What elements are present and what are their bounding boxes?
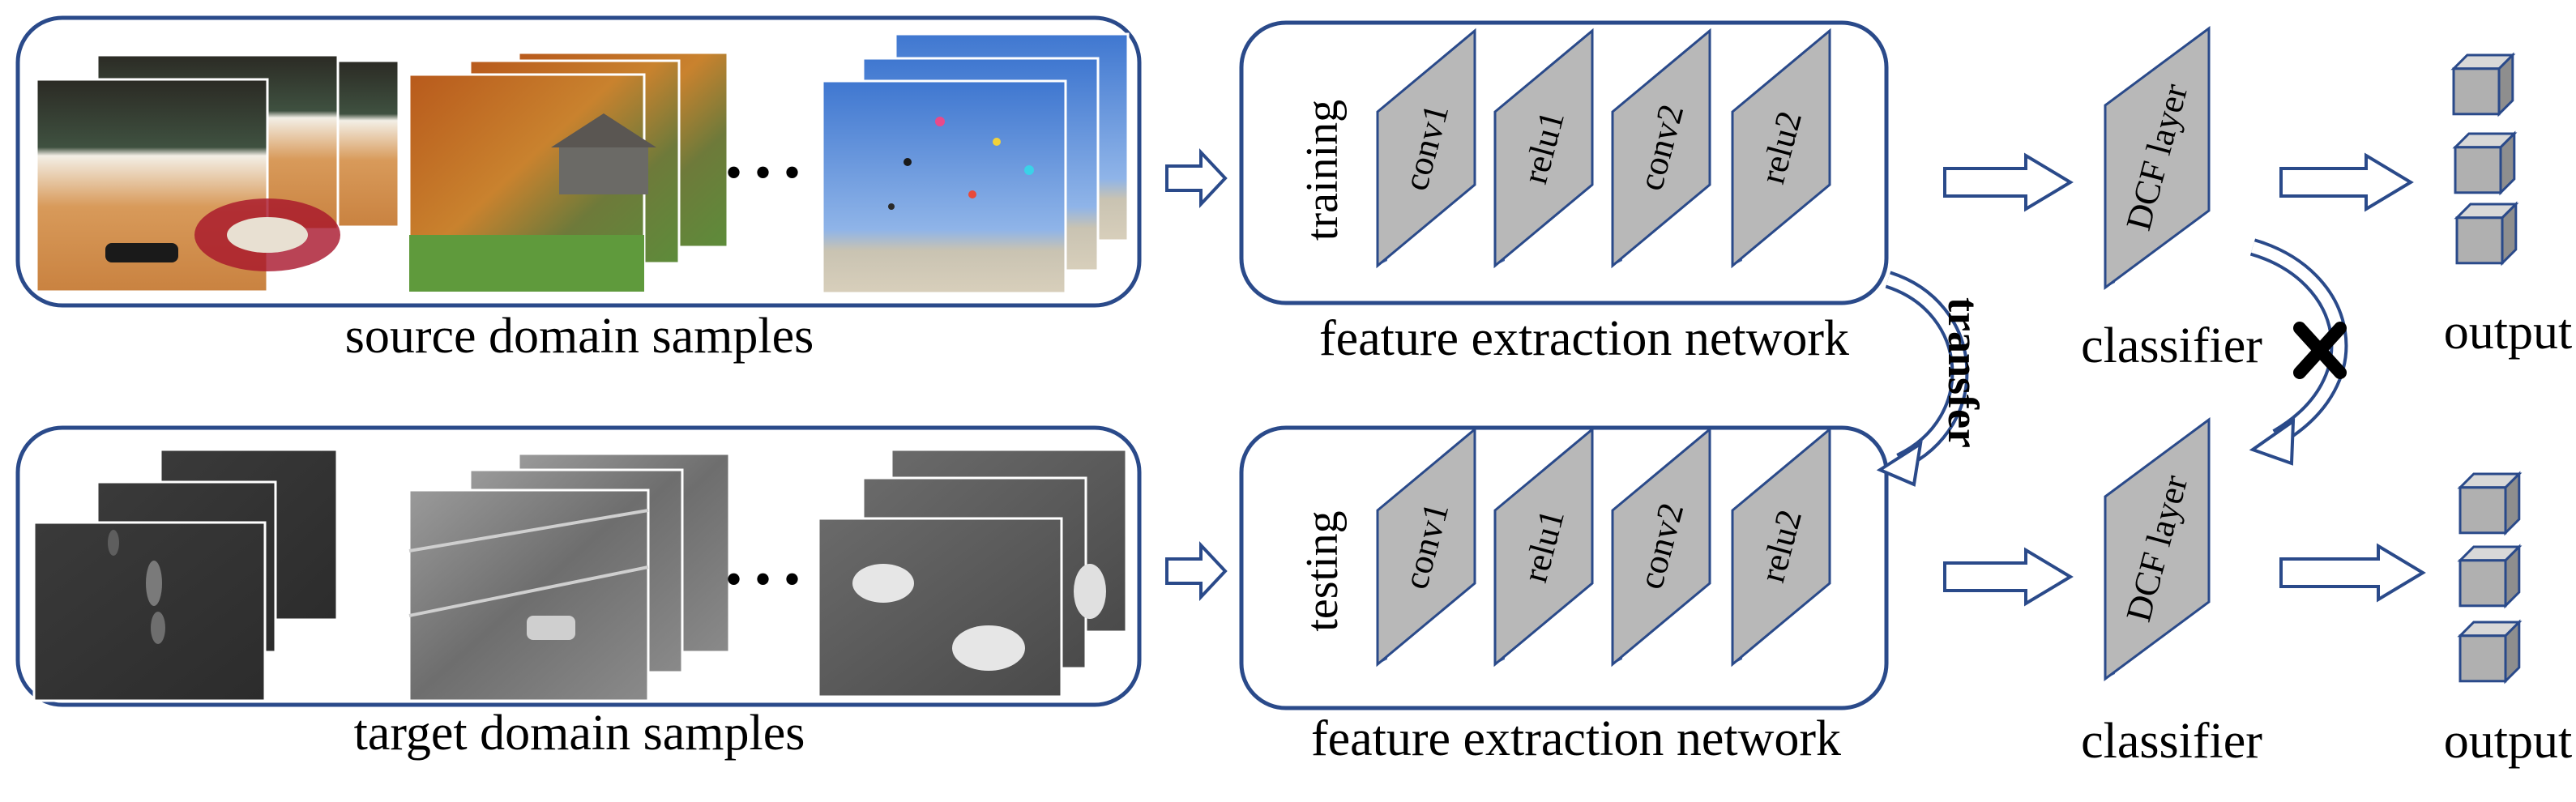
autumn-image-stack [408, 51, 729, 293]
target-domain-box [15, 425, 1142, 707]
classifier-top-dcf-layer: DCF layer [2104, 26, 2211, 290]
testing-layer-relu2: relu2 [1731, 426, 1831, 668]
right-arrow-icon [1943, 152, 2074, 212]
testing-label: testing [1297, 510, 1348, 631]
output-cubes-bottom [2457, 471, 2523, 685]
curved-arrow-icon [1876, 271, 1969, 487]
training-layer-relu1: relu1 [1493, 28, 1594, 269]
testing-network-caption: feature extraction network [1311, 711, 1841, 766]
testing-layer-relu1: relu1 [1493, 426, 1594, 668]
right-arrow-icon [2279, 543, 2426, 603]
thermal-deer-image-stack [817, 448, 1128, 698]
right-arrow-icon [1165, 147, 1228, 209]
testing-network-box [1239, 425, 1889, 710]
classifier-top-caption: classifier [2081, 318, 2262, 373]
classifier-bottom-caption: classifier [2081, 714, 2262, 769]
cube-icon [2450, 52, 2516, 117]
training-layer-conv2: conv2 [1611, 28, 1711, 269]
cross-icon [2293, 322, 2347, 379]
cube-icon [2457, 619, 2523, 685]
training-layer-relu2: relu2 [1731, 28, 1831, 269]
training-network-caption: feature extraction network [1319, 311, 1849, 366]
cube-icon [2457, 544, 2523, 609]
output-bottom-caption: output [2444, 714, 2572, 769]
testing-layer-conv2: conv2 [1611, 426, 1711, 668]
target-caption: target domain samples [354, 706, 805, 761]
thermal-people-image-stack [32, 448, 339, 702]
kite-image-stack [821, 32, 1130, 295]
source-ellipsis: • • • [725, 146, 801, 199]
target-ellipsis: • • • [725, 552, 801, 606]
output-cubes-top [2450, 52, 2519, 267]
classifier-top: DCF layer [2104, 26, 2211, 290]
cube-icon [2457, 471, 2523, 536]
transfer-label: transfer [1939, 297, 1988, 448]
output-top-caption: output [2444, 305, 2572, 360]
right-arrow-icon [1943, 547, 2074, 607]
source-caption: source domain samples [345, 309, 814, 364]
classifier-bottom-dcf-layer: DCF layer [2104, 417, 2211, 681]
thermal-parking-image-stack [408, 452, 731, 702]
classifier-bottom: DCF layer [2104, 417, 2211, 681]
training-network-box [1239, 20, 1889, 305]
basketball-image-stack [35, 53, 400, 293]
testing-layer-conv1: conv1 [1376, 426, 1476, 668]
cube-icon [2452, 130, 2518, 196]
right-arrow-icon [2279, 152, 2414, 212]
training-label: training [1297, 100, 1348, 241]
cube-icon [2454, 201, 2519, 267]
right-arrow-icon [1165, 540, 1228, 602]
source-domain-box [15, 15, 1142, 308]
training-layer-conv1: conv1 [1376, 28, 1476, 269]
